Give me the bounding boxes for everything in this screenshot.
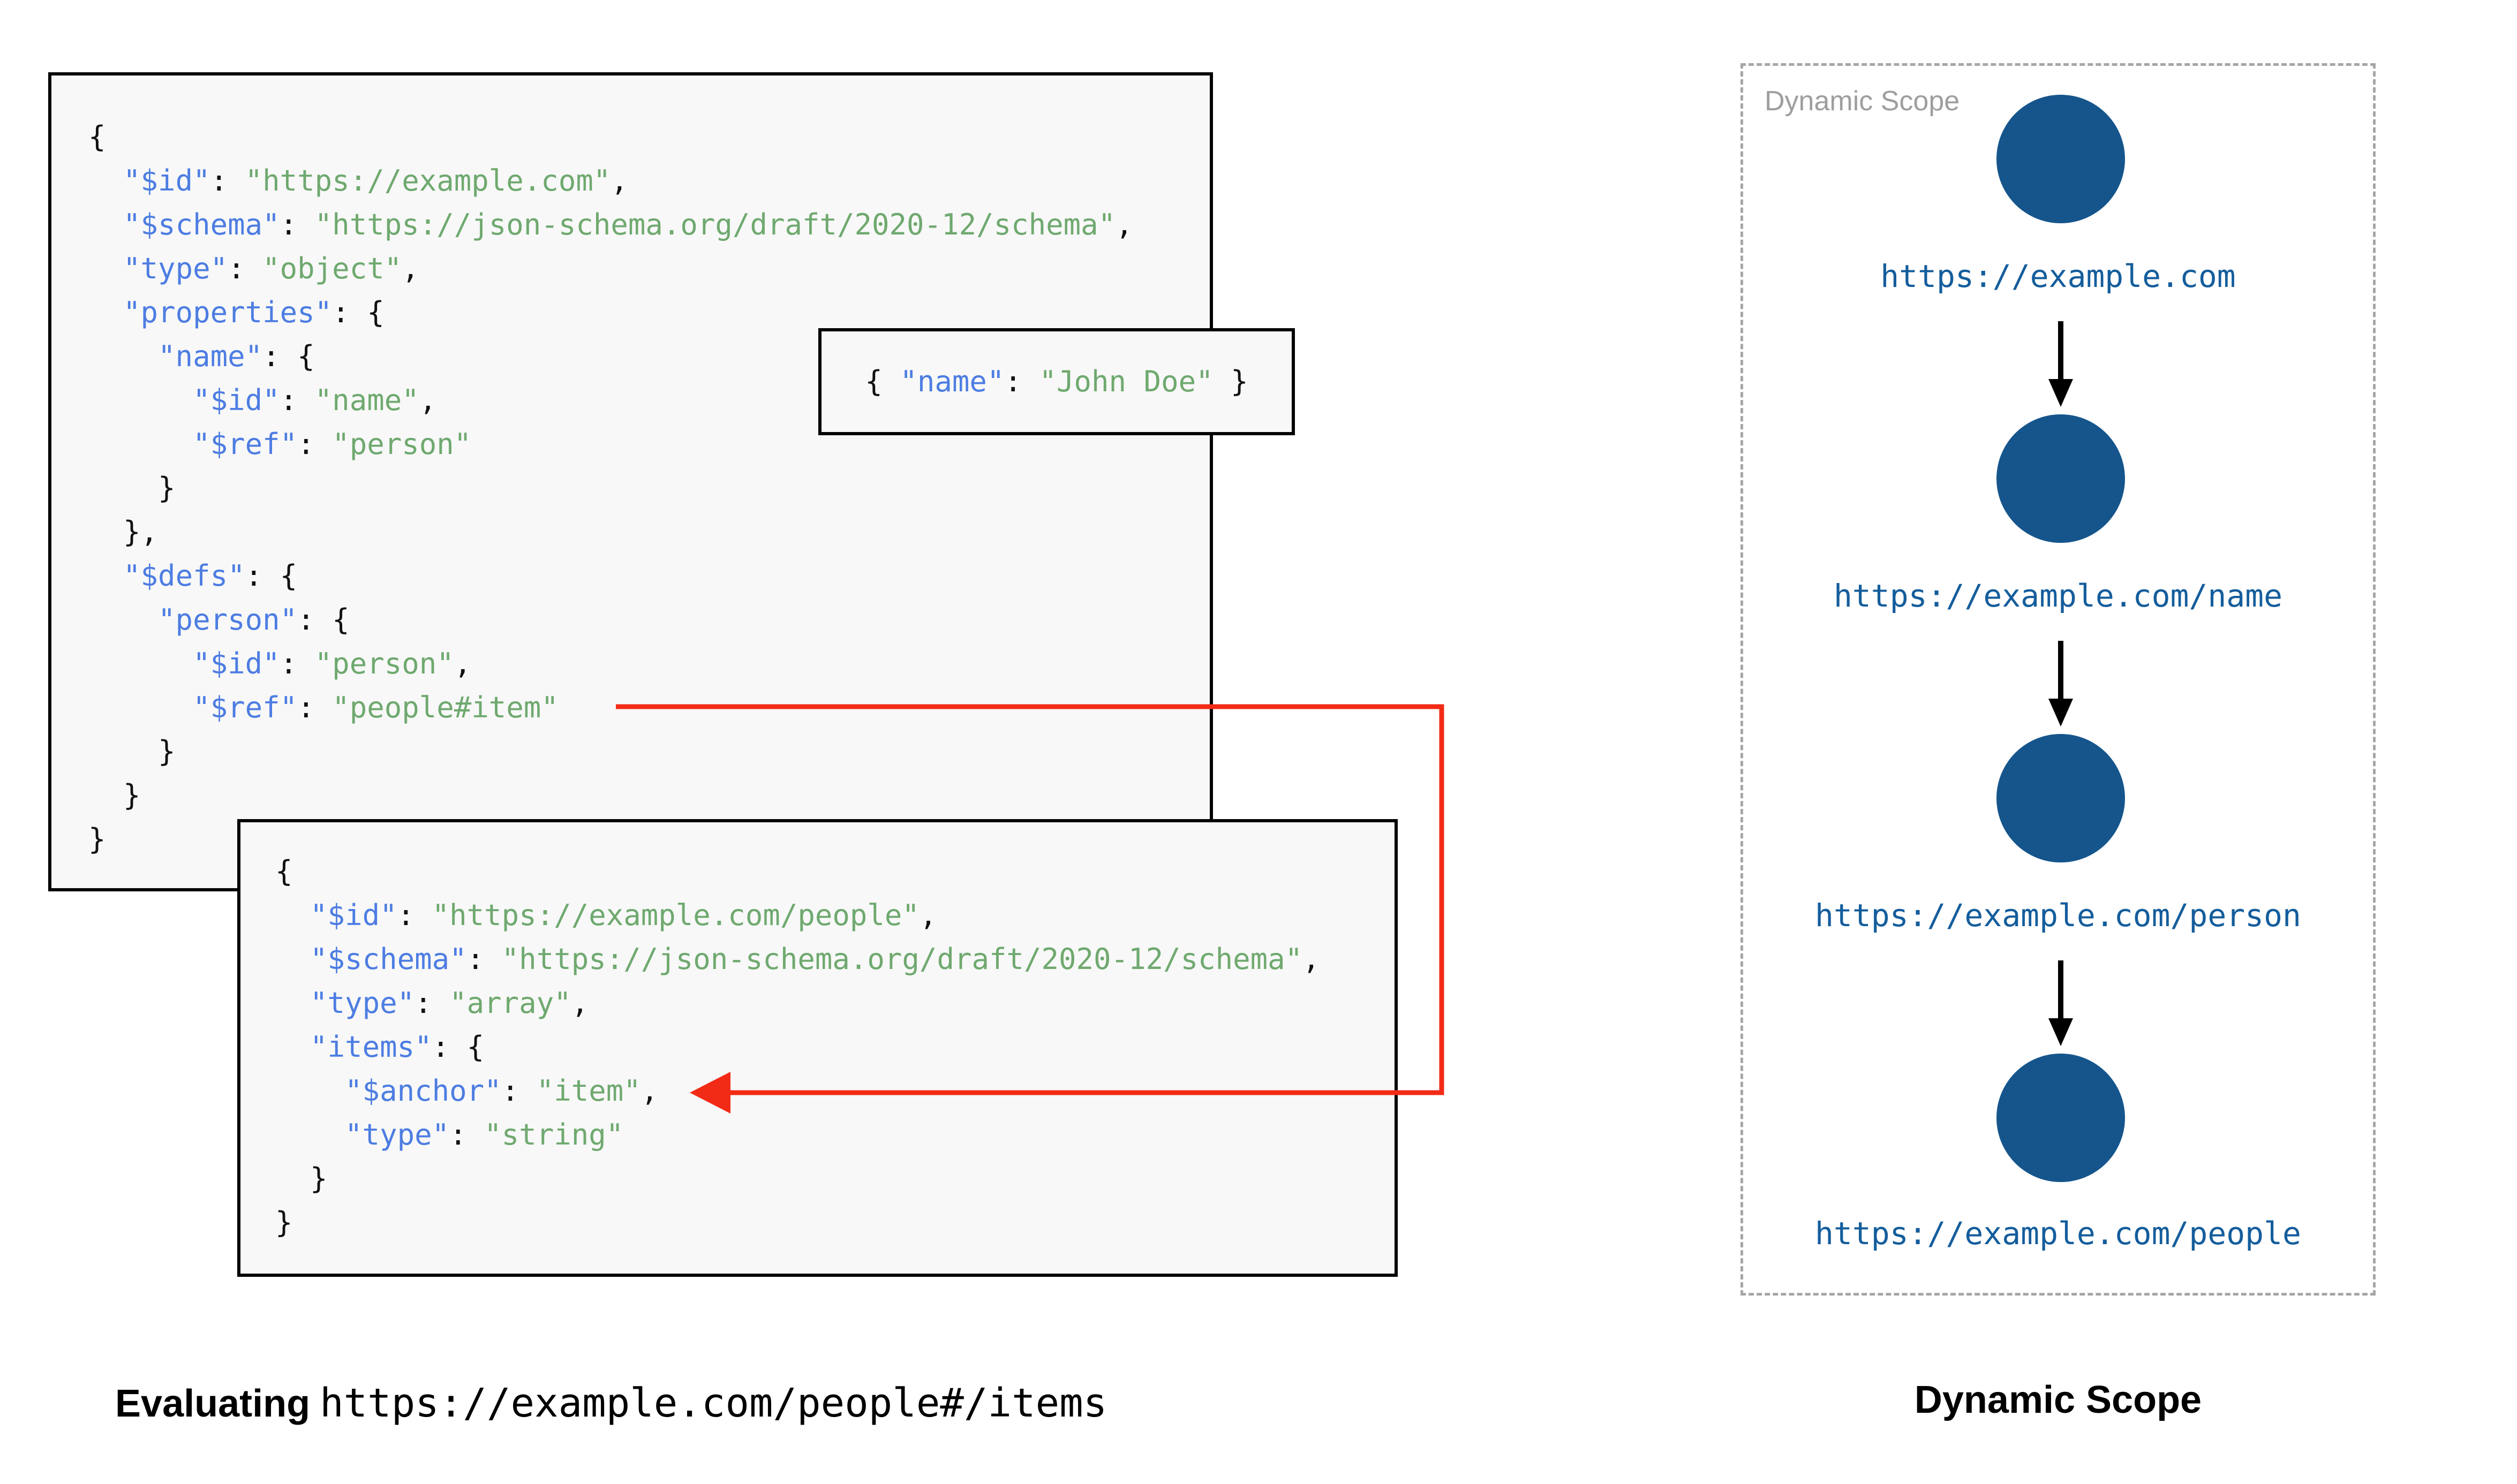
code-line: "$id": "https://example.com/people", (310, 898, 937, 932)
code-line: "type": "array", (310, 986, 589, 1020)
code-line: "type": "object", (123, 252, 419, 285)
code-line: { (88, 120, 106, 154)
code-line: } (88, 471, 176, 505)
code-line: "$id": "https://example.com", (123, 164, 628, 198)
schema1-code-box: { "$id": "https://example.com", "$schema… (48, 72, 1213, 891)
code-line: "type": "string" (345, 1118, 624, 1152)
code-line: "name": { (158, 339, 315, 373)
arrow-down-icon (2048, 960, 2073, 1046)
code-line: "$schema": "https://json-schema.org/draf… (310, 942, 1320, 976)
dynamic-scope-box-label: Dynamic Scope (1765, 86, 1960, 117)
code-line: "items": { (310, 1030, 485, 1064)
code-line: } (88, 735, 176, 768)
code-line: } (275, 1206, 293, 1239)
scope-node-url: https://example.com/name (1833, 578, 2283, 614)
code-line: "$id": "person", (193, 647, 472, 680)
code-line: "properties": { (123, 296, 385, 329)
code-line: } (88, 822, 106, 856)
code-line: "person": { (158, 603, 350, 637)
scope-node-circle-person (1996, 734, 2125, 862)
code-line: "$schema": "https://json-schema.org/draf… (123, 208, 1133, 241)
scope-node-circle-people (1996, 1054, 2125, 1182)
dynamic-scope-title: Dynamic Scope (1914, 1379, 2202, 1421)
code-line: } (275, 1162, 328, 1195)
scope-node-circle-name (1996, 414, 2125, 543)
evaluating-uri: https://example.com/people#/items (320, 1380, 1107, 1426)
dynamic-scope-box: Dynamic Scope https://example.com https:… (1740, 63, 2376, 1296)
arrow-down-icon (2048, 321, 2073, 407)
code-line: { (275, 854, 293, 888)
instance-box: { "name": "John Doe" } (818, 328, 1295, 435)
evaluating-prefix: Evaluating (115, 1382, 311, 1425)
schema2-code-box: { "$id": "https://example.com/people", "… (237, 819, 1398, 1277)
code-line: "$defs": { (123, 559, 298, 593)
code-line: "$ref": "people#item" (193, 691, 559, 724)
arrow-down-icon (2048, 641, 2073, 726)
code-line: }, (88, 515, 159, 549)
scope-node-circle-example-com (1996, 95, 2125, 223)
code-line: } (88, 778, 141, 812)
scope-node-url: https://example.com/people (1815, 1215, 2301, 1252)
code-line: "$ref": "person" (193, 427, 472, 461)
scope-node-url: https://example.com/person (1815, 897, 2301, 934)
code-line: { "name": "John Doe" } (865, 365, 1248, 398)
code-line: "$anchor": "item", (345, 1074, 659, 1108)
scope-node-url: https://example.com (1880, 258, 2236, 294)
code-line: "$id": "name", (193, 383, 437, 417)
